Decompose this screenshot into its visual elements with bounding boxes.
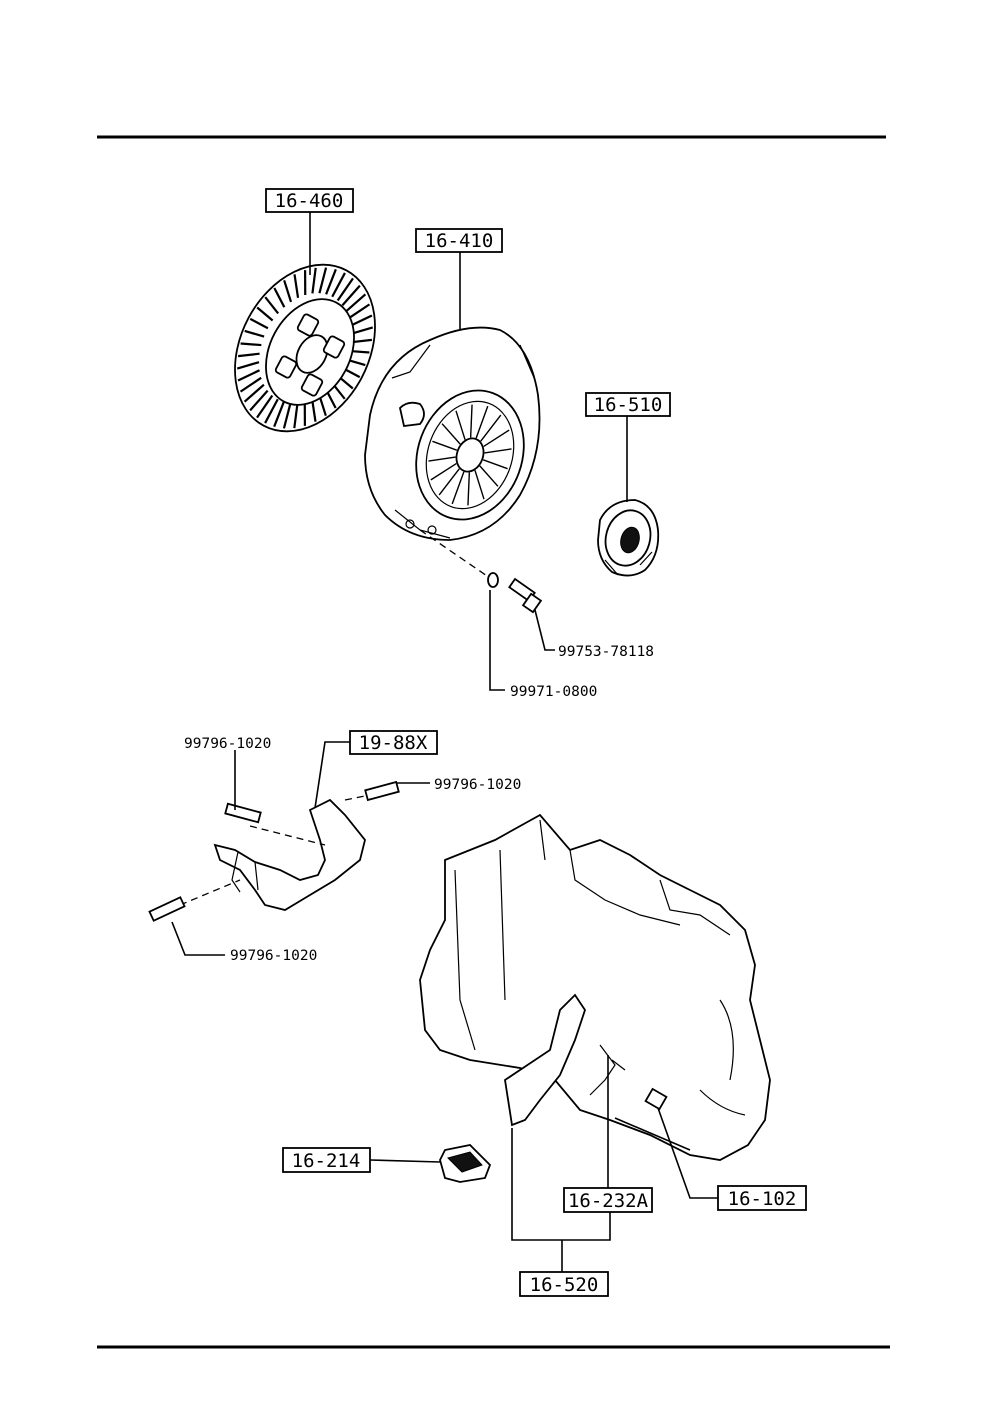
part-number-cover-bolt: 99753-78118 bbox=[558, 644, 654, 660]
label-16-214: 16-214 bbox=[282, 1147, 371, 1173]
leader-lines bbox=[171, 212, 718, 1272]
label-19-88X: 19-88X bbox=[349, 730, 438, 755]
label-16-460-text: 16-460 bbox=[275, 190, 344, 212]
label-16-460: 16-460 bbox=[265, 188, 354, 213]
part-number-dust-cover-bolt-right: 99796-1020 bbox=[434, 777, 521, 793]
label-16-102: 16-102 bbox=[717, 1185, 807, 1211]
label-16-102-text: 16-102 bbox=[728, 1188, 797, 1210]
label-16-510: 16-510 bbox=[585, 392, 671, 417]
transaxle-housing-drawing bbox=[419, 813, 771, 1161]
part-number-dust-cover-bolt-top: 99796-1020 bbox=[184, 736, 271, 752]
label-16-510-text: 16-510 bbox=[594, 394, 663, 416]
clutch-disc-drawing bbox=[234, 263, 376, 433]
label-19-88X-text: 19-88X bbox=[359, 732, 428, 754]
label-16-520-text: 16-520 bbox=[530, 1274, 599, 1296]
label-16-410: 16-410 bbox=[415, 228, 503, 253]
label-16-520: 16-520 bbox=[519, 1271, 609, 1297]
clutch-cover-drawing bbox=[364, 326, 541, 541]
dust-cover-drawing bbox=[148, 780, 400, 922]
fork-boot-drawing bbox=[439, 1144, 492, 1183]
cover-fasteners-drawing bbox=[419, 529, 543, 614]
label-16-232A-text: 16-232A bbox=[568, 1190, 649, 1212]
release-bearing-drawing bbox=[597, 499, 660, 577]
label-16-410-text: 16-410 bbox=[425, 230, 494, 252]
label-16-232A: 16-232A bbox=[563, 1187, 653, 1213]
part-number-lock-washer: 99971-0800 bbox=[510, 684, 597, 700]
part-number-dust-cover-bolt-lower: 99796-1020 bbox=[230, 948, 317, 964]
label-16-214-text: 16-214 bbox=[292, 1150, 361, 1172]
